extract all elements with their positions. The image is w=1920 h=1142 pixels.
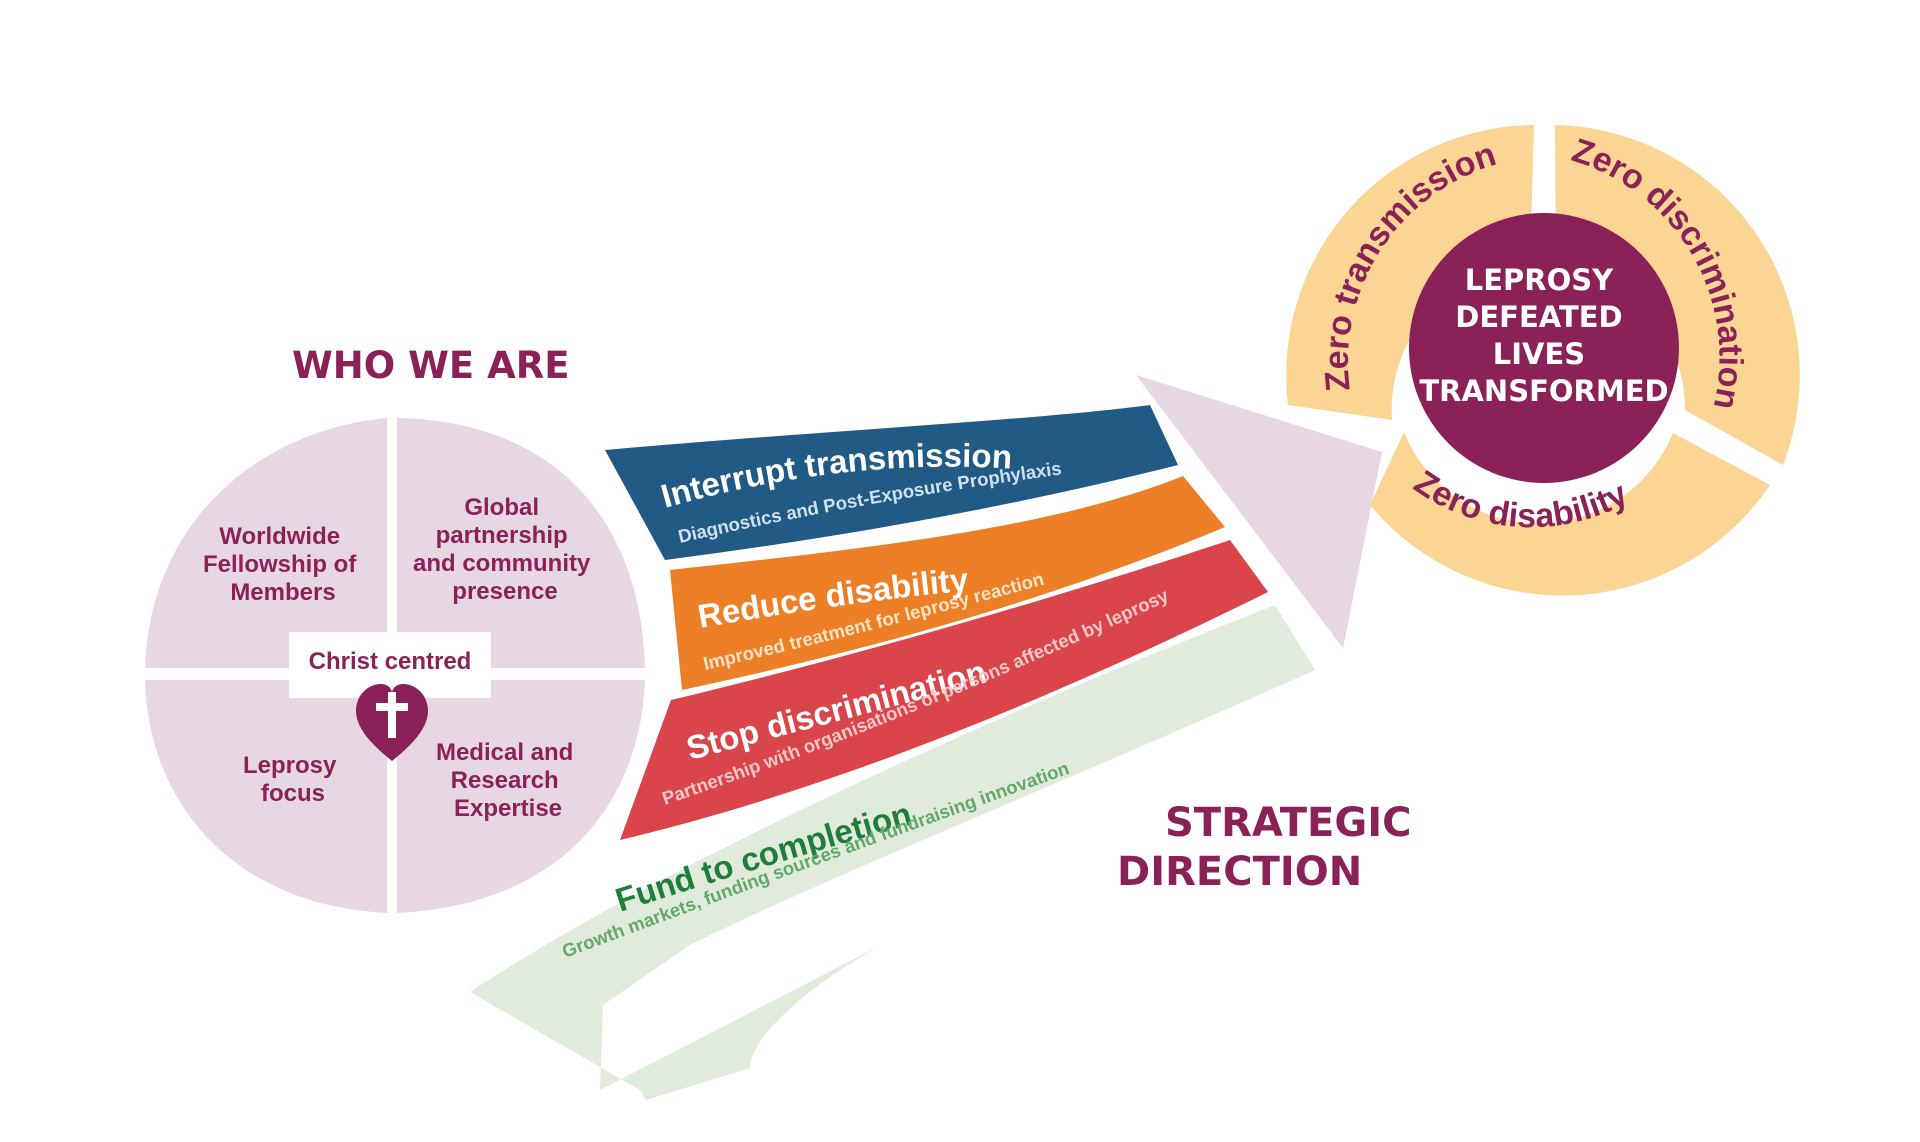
quadrant-top-right — [397, 418, 645, 668]
quadrant-top-left — [145, 418, 387, 668]
strategic-direction-heading: STRATEGIC DIRECTION — [1117, 800, 1425, 895]
who-we-are-heading: WHO WE ARE — [292, 344, 569, 387]
quadrant-top-left-label: Worldwide Fellowship of Members — [203, 523, 363, 606]
ring-segment-zero-transmission — [1286, 125, 1534, 420]
quadrant-bottom-left — [145, 680, 387, 913]
goal-center-label: LEPROSY DEFEATED LIVES TRANSFORMED — [1419, 263, 1668, 408]
quadrant-bottom-left-label: Leprosy focus — [243, 752, 343, 807]
goal-center-circle — [1409, 213, 1679, 483]
fund-band — [470, 605, 1315, 1100]
ring-segment-zero-disability — [1370, 432, 1770, 596]
christ-centred-label: Christ centred — [309, 648, 472, 675]
interrupt-band — [605, 405, 1178, 560]
fund-subtitle: Growth markets, funding sources and fund… — [559, 757, 1072, 962]
heart-with-cross-icon — [356, 684, 428, 761]
strategic-direction-section: Interrupt transmission Diagnostics and P… — [470, 375, 1425, 1100]
reduce-band — [670, 476, 1225, 690]
arrow-head — [1136, 375, 1382, 648]
stop-band — [620, 540, 1268, 840]
quadrant-top-right-label: Global partnership and community presenc… — [413, 494, 597, 605]
quadrant-bottom-right — [397, 680, 645, 913]
center-label-box — [289, 632, 491, 698]
who-we-are-section: WHO WE ARE Worldwide Fellowship of Membe… — [145, 344, 645, 913]
quadrant-bottom-right-label: Medical and Research Expertise — [436, 739, 580, 822]
ring-segment-zero-discrimination — [1555, 125, 1800, 465]
